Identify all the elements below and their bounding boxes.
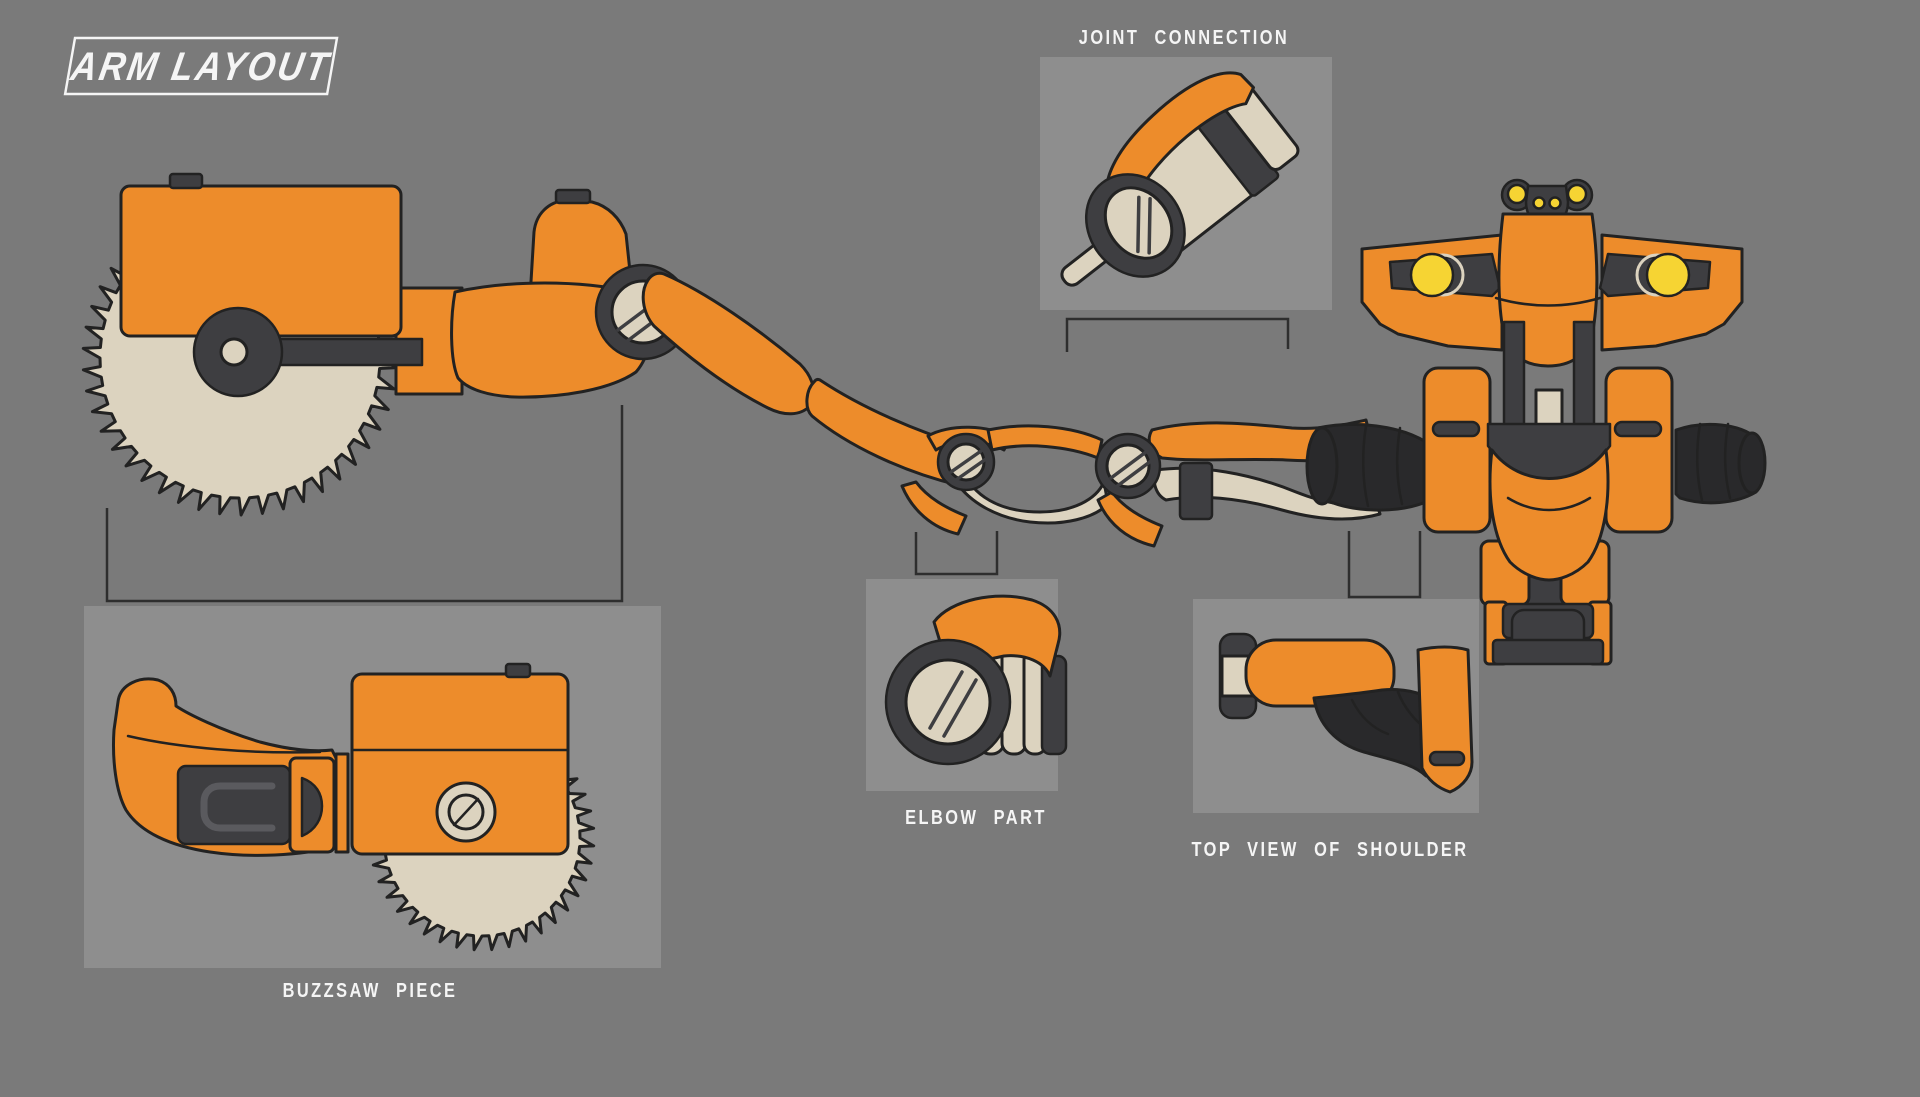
joint-connection-label: JOINT CONNECTION	[1079, 25, 1289, 48]
belly-shield	[1488, 448, 1610, 582]
buzzsaw-detail	[112, 662, 596, 952]
shoulder-plate	[1416, 645, 1474, 794]
svg-text:BUZZSAW PIECE: BUZZSAW PIECE	[283, 978, 458, 1001]
flex-wrinkle-1	[1350, 698, 1390, 736]
joint-connection-detail	[1060, 71, 1300, 287]
chest-seam	[1494, 296, 1602, 307]
buzzsaw-assembly	[81, 172, 464, 517]
right-shoulder-pad	[1604, 366, 1674, 534]
pelvis-band	[1491, 638, 1605, 666]
arm-sleeve	[1305, 422, 1428, 512]
shoulder-plate-slit	[1428, 750, 1466, 767]
elbow-label: ELBOW PART	[905, 805, 1047, 828]
svg-text:JOINT CONNECTION: JOINT CONNECTION	[1079, 25, 1289, 48]
head-sensors	[1500, 178, 1594, 226]
right-lamp	[1645, 252, 1691, 298]
right-pad-slit	[1613, 420, 1663, 438]
svg-text:TOP VIEW OF SHOULDER: TOP VIEW OF SHOULDER	[1191, 837, 1468, 860]
shoulder-bracket	[1347, 531, 1422, 599]
arm-clamp	[1178, 461, 1214, 521]
buzzsaw-label: BUZZSAW PIECE	[283, 978, 458, 1001]
shoulder-label: TOP VIEW OF SHOULDER	[1191, 837, 1468, 860]
detail-housing	[350, 672, 570, 856]
detail-forearm-crease	[126, 734, 322, 754]
elbow-joint	[936, 432, 996, 492]
elbow-detail	[884, 594, 1068, 766]
title-box: ARM LAYOUT	[63, 36, 339, 96]
axle-pin	[219, 337, 249, 367]
connector-brackets	[105, 317, 1422, 603]
housing-tab	[168, 172, 204, 190]
left-lamp	[1409, 252, 1455, 298]
arm-linkage	[450, 188, 1428, 548]
detail-housing-tab	[504, 662, 532, 679]
detail-clamp	[176, 764, 292, 846]
right-sleeve	[1674, 422, 1767, 505]
shoulder-flap	[1096, 490, 1164, 548]
elbow-face	[904, 658, 992, 746]
left-eye	[1506, 183, 1528, 205]
page-title: ARM LAYOUT	[67, 45, 334, 89]
forearm-bone-upper	[641, 271, 816, 416]
mid-top-bone	[986, 424, 1104, 460]
detail-spacer	[334, 752, 350, 854]
shoulder-joint	[1094, 432, 1162, 500]
svg-text:ELBOW PART: ELBOW PART	[905, 805, 1047, 828]
belly-seam	[1506, 496, 1592, 512]
detail-connector-latch	[300, 776, 324, 838]
sensor-dot-2	[1548, 196, 1562, 210]
left-shoulder-pad	[1422, 366, 1492, 534]
wrist-fin-tab	[554, 188, 592, 205]
robot-torso	[1360, 178, 1767, 666]
detail-hub-slot	[452, 797, 480, 827]
sensor-dot-1	[1532, 196, 1546, 210]
right-eye	[1566, 183, 1588, 205]
elbow-flap	[900, 480, 968, 536]
left-pad-slit	[1431, 420, 1481, 438]
joint-connection-bracket	[1065, 317, 1290, 352]
title-border	[63, 36, 339, 96]
elbow-bracket	[914, 531, 999, 576]
detail-clamp-groove	[200, 782, 276, 832]
shoulder-top-view	[1218, 632, 1474, 794]
buzzsaw-bracket	[105, 405, 624, 603]
